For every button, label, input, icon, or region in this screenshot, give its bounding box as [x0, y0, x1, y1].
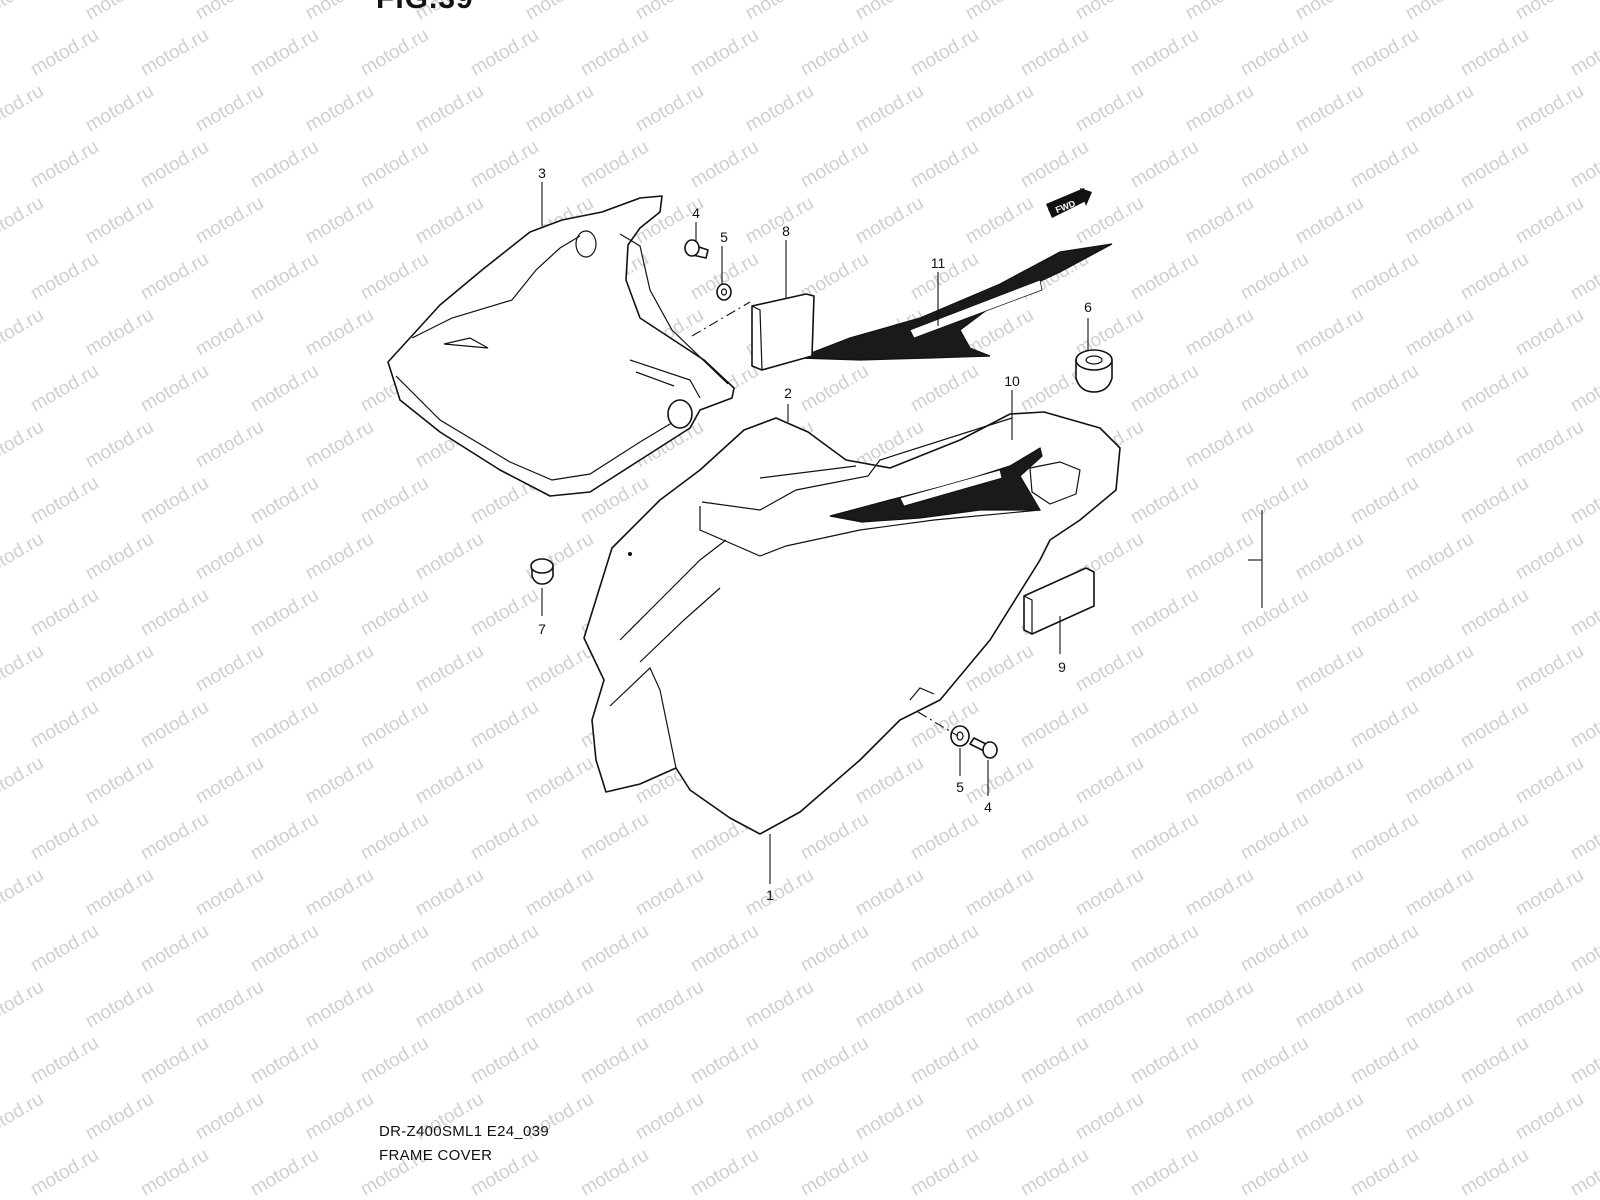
part-10-lower-decal	[829, 447, 1043, 523]
part-7-grommet	[530, 558, 554, 585]
part-5-upper-washer	[716, 283, 732, 301]
label-part-11: 11	[931, 255, 946, 271]
label-part-7: 7	[538, 621, 546, 637]
section-name: FRAME COVER	[379, 1147, 493, 1164]
label-part-5-upper: 5	[720, 229, 728, 245]
label-part-8: 8	[782, 223, 790, 239]
part-6-grommet	[1075, 349, 1113, 393]
part-number-labels: 3 4 5 8 11 6 2 10 7 9 5 4 1	[538, 165, 1092, 903]
label-part-5-lower: 5	[956, 779, 964, 795]
leader-lines	[541, 182, 1263, 884]
part-8-cushion-pad	[751, 293, 815, 371]
part-11-upper-decal	[797, 243, 1113, 361]
label-part-2: 2	[784, 385, 792, 401]
label-part-6: 6	[1084, 299, 1092, 315]
label-part-10: 10	[1004, 373, 1020, 389]
forward-arrow-icon: FWD	[1046, 188, 1092, 218]
label-part-9: 9	[1058, 659, 1066, 675]
part-1-main-side-cover	[583, 411, 1121, 835]
label-part-3: 3	[538, 165, 546, 181]
part-5-lower-washer	[950, 725, 970, 747]
figure-title: FIG.39	[376, 0, 474, 16]
label-part-1: 1	[766, 887, 774, 903]
model-code: DR-Z400SML1 E24_039	[379, 1123, 549, 1140]
part-4-upper-bolt	[684, 239, 709, 259]
part-4-lower-bolt	[969, 737, 998, 759]
label-part-4-upper: 4	[692, 205, 700, 221]
label-part-4-lower: 4	[984, 799, 992, 815]
part-3-upper-frame-cover	[387, 195, 735, 497]
part-9-cushion-pad	[1023, 567, 1095, 635]
